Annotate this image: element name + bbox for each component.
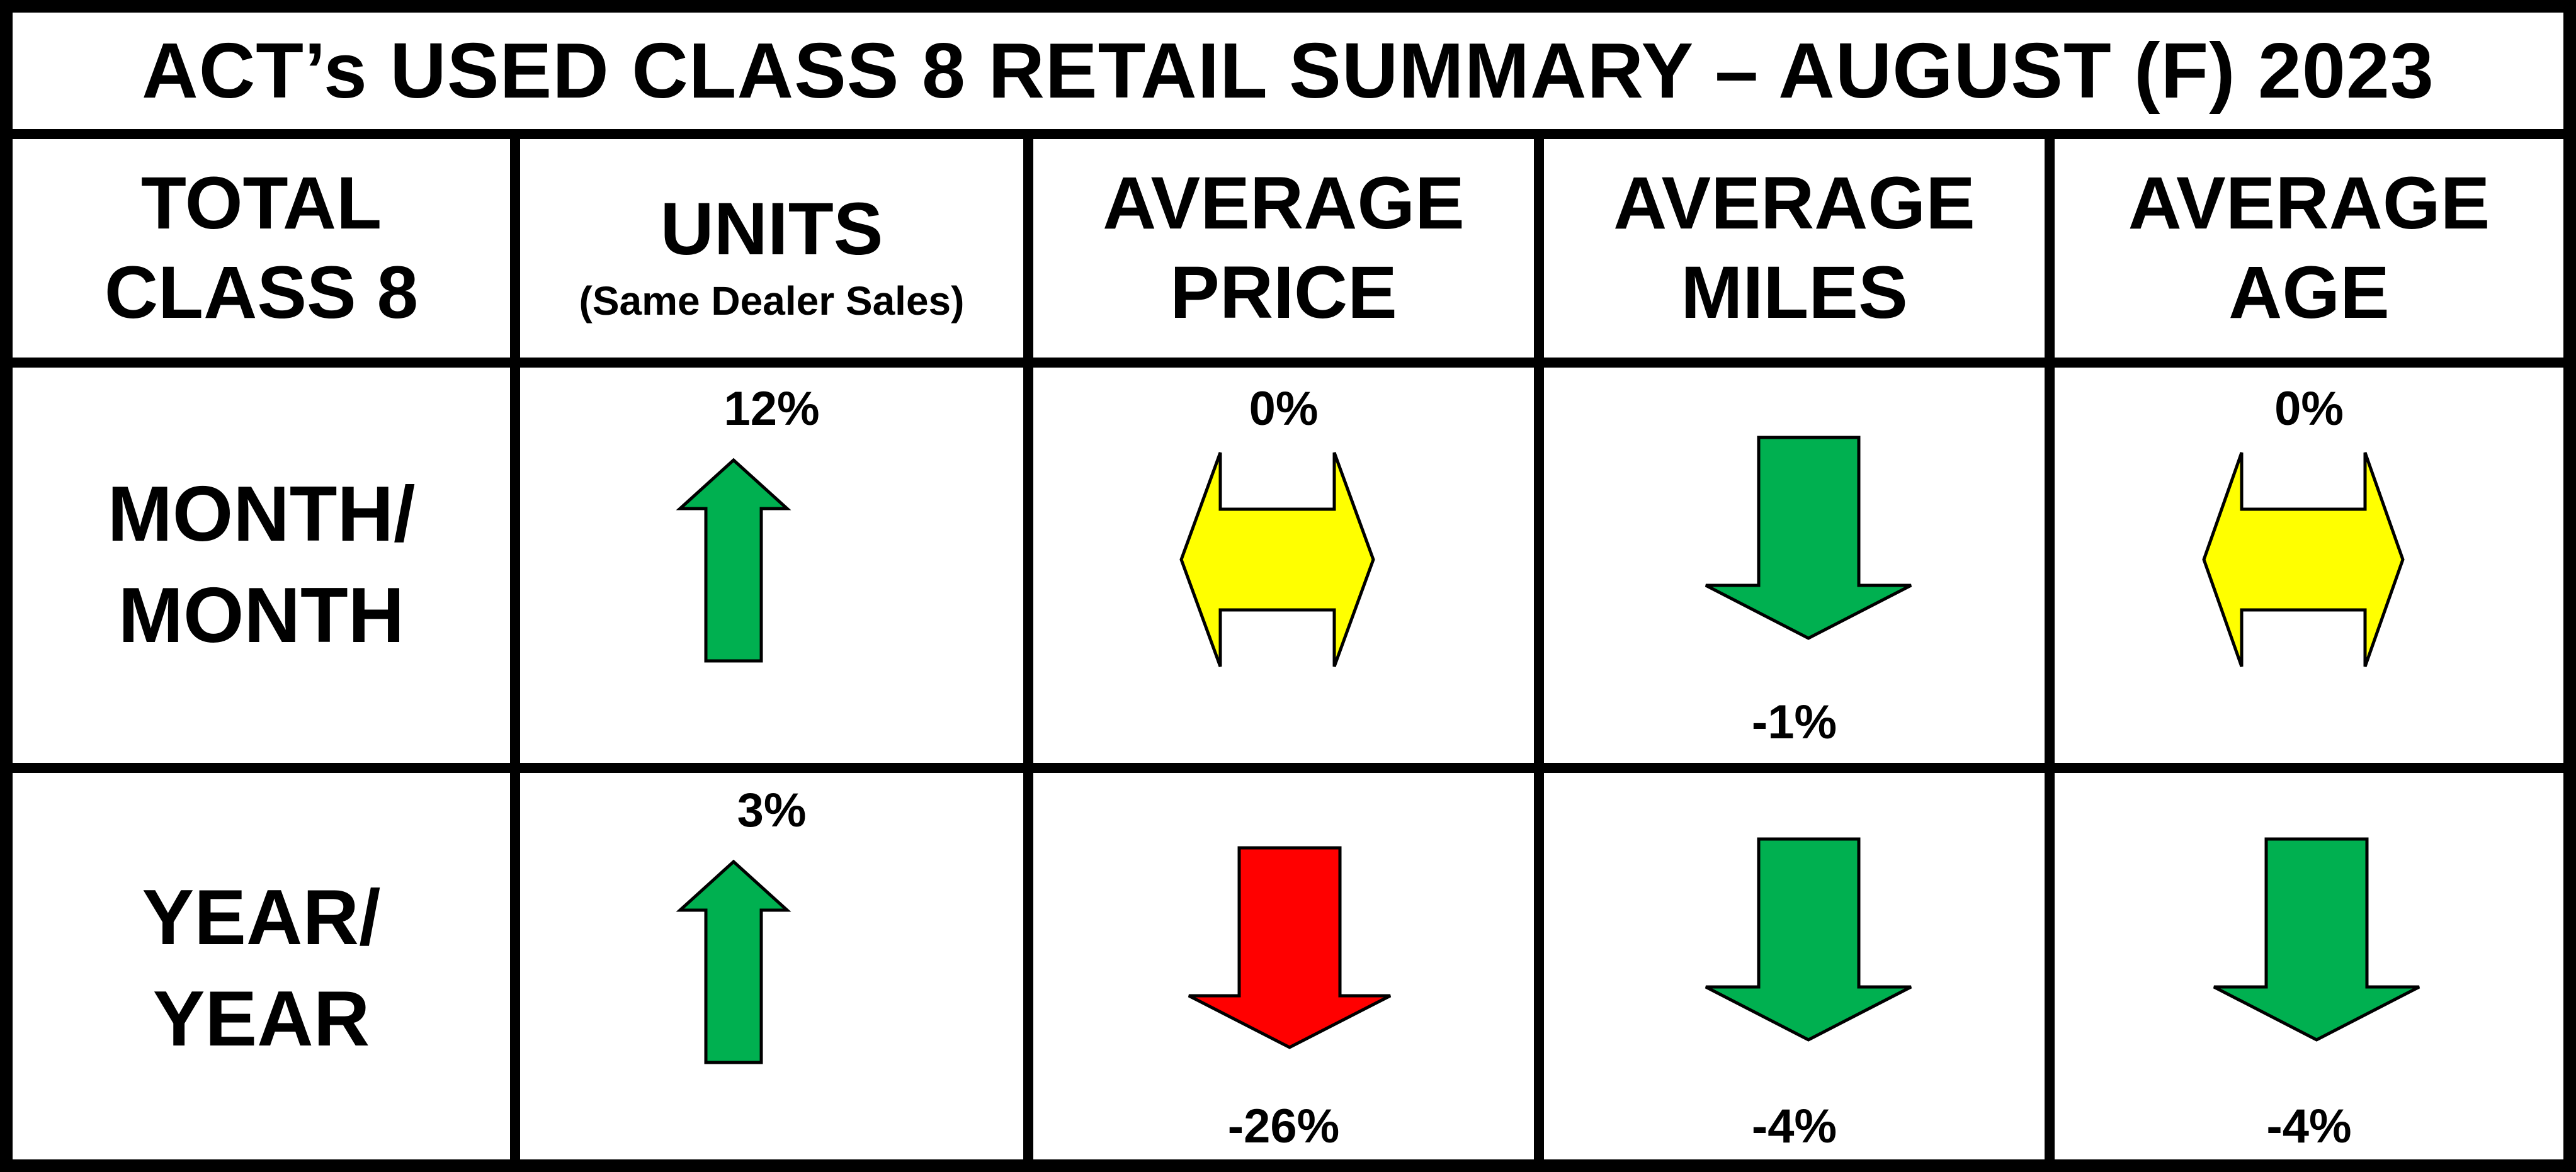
row-label-month-month: MONTH/ MONTH — [13, 368, 510, 763]
header-age-line1: AVERAGE — [2128, 161, 2490, 245]
cell-month-units: 12% — [520, 368, 1023, 763]
units-month-value: 12% — [723, 382, 820, 436]
cell-year-miles: -4% — [1544, 773, 2045, 1164]
cell-year-units: 3% — [520, 773, 1023, 1164]
miles-month-value: -1% — [1751, 696, 1837, 749]
header-total-line2: CLASS 8 — [104, 251, 419, 334]
left-right-arrow-icon — [1179, 452, 1375, 667]
row-month-line2: MONTH — [118, 572, 405, 659]
price-month-value: 0% — [1249, 382, 1319, 436]
row-label-year-year: YEAR/ YEAR — [13, 773, 510, 1164]
row-year-line2: YEAR — [152, 976, 370, 1062]
header-average-age: AVERAGE AGE — [2055, 139, 2563, 358]
up-arrow-icon — [676, 458, 792, 663]
header-units-line1: UNITS — [660, 187, 883, 271]
row-month-line1: MONTH/ — [107, 470, 416, 558]
price-month-arrow — [1179, 452, 1375, 667]
header-total-line1: TOTAL — [140, 161, 382, 245]
header-price-line2: PRICE — [1170, 251, 1397, 334]
down-arrow-icon — [1188, 846, 1392, 1049]
price-year-value: -26% — [1227, 1100, 1340, 1153]
down-arrow-icon — [1705, 837, 1912, 1042]
row-year-line1: YEAR/ — [142, 874, 381, 961]
cell-year-age: -4% — [2055, 773, 2563, 1164]
age-year-value: -4% — [2266, 1100, 2352, 1153]
age-month-value: 0% — [2274, 382, 2344, 436]
units-year-value: 3% — [737, 784, 807, 837]
miles-month-arrow — [1705, 436, 1912, 640]
cell-month-miles: -1% — [1544, 368, 2045, 763]
divider-col-3 — [1534, 132, 1544, 1164]
age-year-arrow — [2213, 837, 2420, 1042]
up-arrow-icon — [676, 859, 792, 1064]
divider-header — [13, 358, 2563, 368]
divider-col-2 — [1023, 132, 1033, 1164]
header-units-subtitle: (Same Dealer Sales) — [579, 278, 965, 324]
miles-year-arrow — [1705, 837, 1912, 1042]
price-year-arrow — [1188, 846, 1392, 1049]
left-right-arrow-icon — [2202, 452, 2405, 667]
cell-year-price: -26% — [1033, 773, 1534, 1164]
units-month-arrow — [676, 458, 792, 663]
divider-col-4 — [2045, 132, 2055, 1164]
miles-year-value: -4% — [1751, 1100, 1837, 1153]
divider-col-1 — [510, 132, 520, 1164]
header-miles-line1: AVERAGE — [1613, 161, 1975, 245]
header-price-line1: AVERAGE — [1103, 161, 1465, 245]
down-arrow-icon — [2213, 837, 2420, 1042]
header-average-price: AVERAGE PRICE — [1033, 139, 1534, 358]
cell-month-price: 0% — [1033, 368, 1534, 763]
header-total-class-8: TOTAL CLASS 8 — [13, 139, 510, 358]
units-year-arrow — [676, 859, 792, 1064]
divider-title — [13, 129, 2563, 139]
header-average-miles: AVERAGE MILES — [1544, 139, 2045, 358]
header-miles-line2: MILES — [1681, 251, 1908, 334]
divider-rows — [13, 763, 2563, 773]
page-title: ACT’s USED CLASS 8 RETAIL SUMMARY – AUGU… — [142, 27, 2434, 115]
cell-month-age: 0% — [2055, 368, 2563, 763]
header-units: UNITS (Same Dealer Sales) — [520, 139, 1023, 358]
header-age-line2: AGE — [2228, 251, 2390, 334]
age-month-arrow — [2202, 452, 2405, 667]
down-arrow-icon — [1705, 436, 1912, 640]
